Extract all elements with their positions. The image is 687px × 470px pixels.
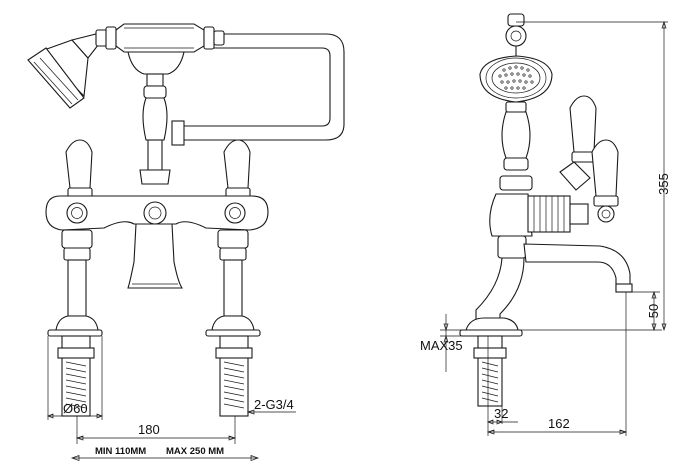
- side-hook-ring: [505, 13, 527, 56]
- reach-label: 162: [548, 416, 570, 431]
- hand-shower-head: [27, 33, 103, 109]
- right-tail-thread: [215, 335, 253, 417]
- side-collar: [499, 175, 533, 191]
- side-view: 355 50 MAX35 32 162: [420, 13, 671, 436]
- centres-label: 180: [138, 422, 160, 437]
- height-label: 355: [656, 173, 671, 195]
- spout-outlet: [615, 283, 633, 293]
- handset-handle: [95, 23, 225, 75]
- spout-height-label: 50: [646, 304, 661, 318]
- left-lever: [65, 139, 93, 199]
- right-leg: [205, 229, 261, 337]
- side-tail-thread: [473, 335, 507, 407]
- range-max-label: MAX 250 MM: [166, 446, 224, 457]
- side-lever: [559, 95, 619, 223]
- hole-diameter-label: Ø60: [63, 401, 88, 416]
- deck-max-label: MAX35: [420, 338, 463, 353]
- hose-hook: [179, 33, 345, 141]
- range-min-label: MIN 110MM: [95, 446, 146, 457]
- left-leg: [47, 229, 103, 337]
- front-dimensions: Ø60 2-G3/4 180 MIN 110MM MAX 250 MM: [47, 336, 296, 461]
- side-body: [489, 193, 589, 259]
- hook-joint: [171, 120, 185, 146]
- front-view: Ø60 2-G3/4 180 MIN 110MM MAX 250 MM: [27, 23, 345, 461]
- thread-label: 2-G3/4: [254, 397, 294, 412]
- offset-label: 32: [494, 406, 508, 421]
- right-lever: [223, 139, 251, 199]
- side-handset: [501, 111, 531, 159]
- shower-nozzles: [498, 65, 534, 90]
- valve-knobs: [66, 201, 246, 225]
- side-leg: [475, 257, 525, 325]
- side-spout: [523, 243, 631, 293]
- side-shower-head: [479, 55, 553, 113]
- front-spout: [127, 223, 184, 289]
- diverter-stem: [139, 73, 171, 185]
- side-dimensions: 355 50 MAX35 32 162: [420, 20, 671, 436]
